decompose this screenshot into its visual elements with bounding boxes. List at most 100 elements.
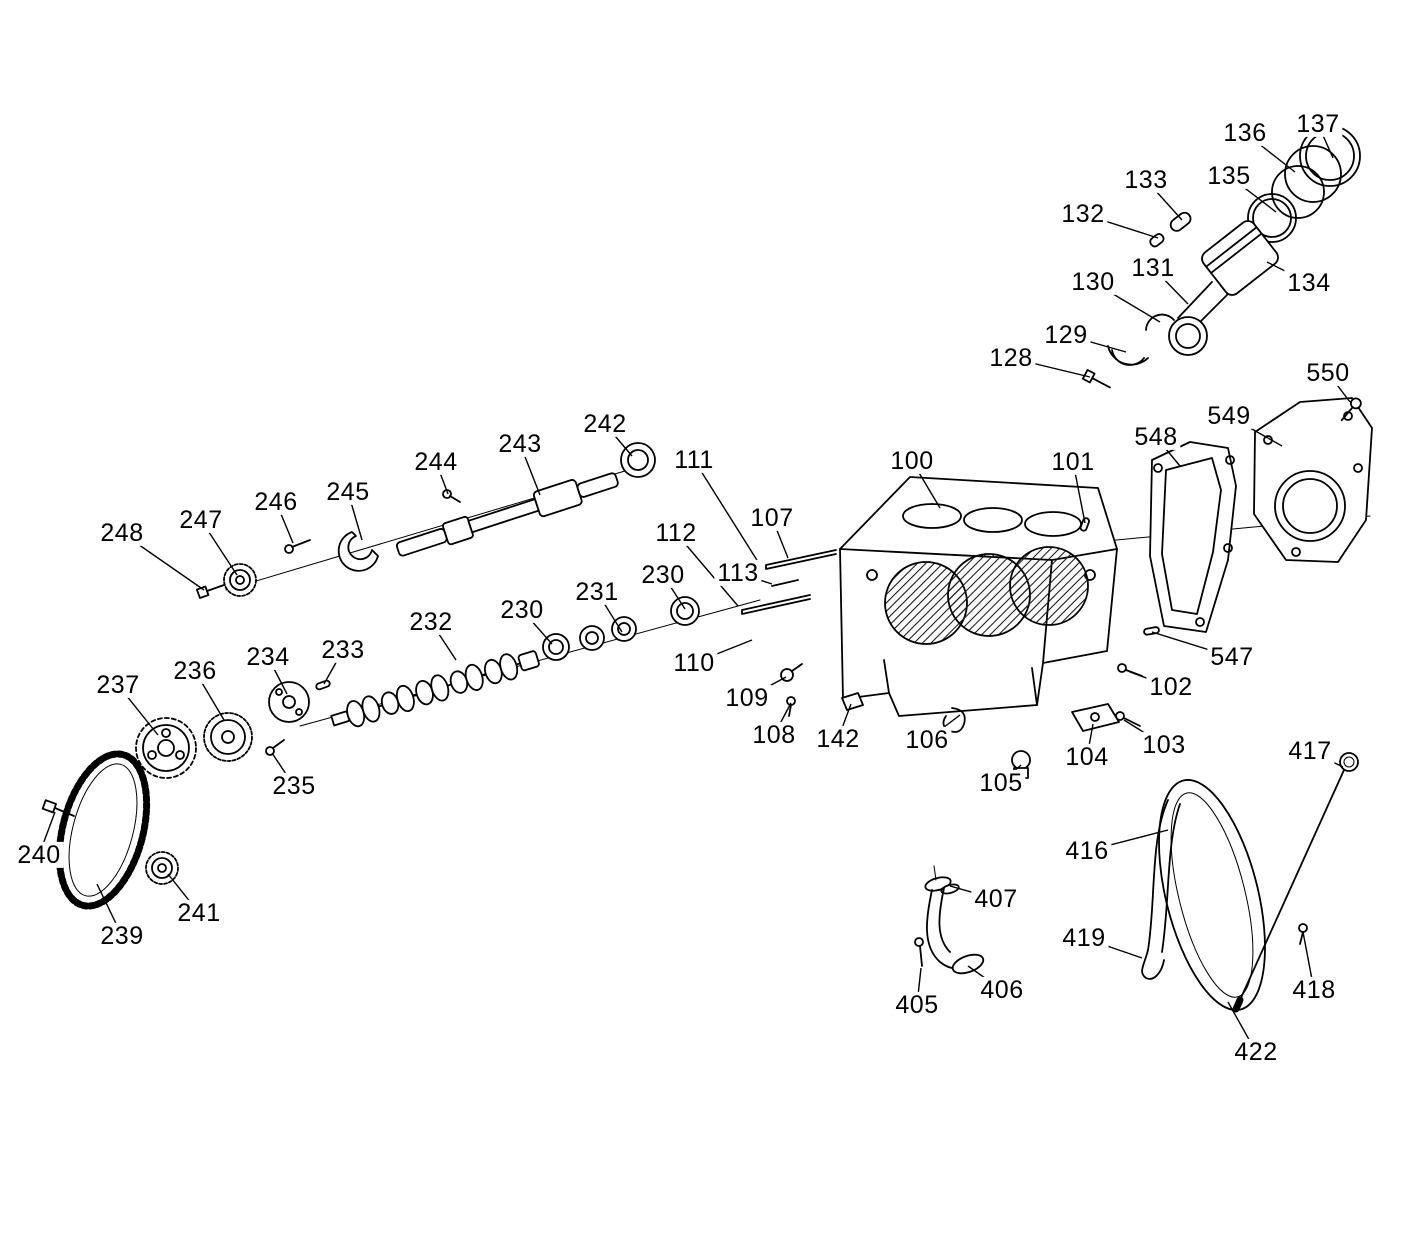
leader-line-111 [693, 459, 761, 566]
shaft-counterweight [532, 479, 583, 518]
cam-bearing-inner [548, 639, 564, 655]
gasket-hole [1225, 455, 1235, 465]
cam-lobe [430, 674, 450, 702]
cylinder-opening-2 [963, 507, 1023, 533]
leader-line-110 [693, 639, 753, 664]
leader-line-247 [200, 519, 238, 576]
bolt-shaft [206, 584, 225, 592]
chain-loop-inner [68, 763, 138, 897]
leader-line-243 [519, 443, 541, 496]
gear-bolt [195, 584, 225, 599]
piston-groove-2 [1210, 232, 1263, 274]
leader-line-235 [271, 752, 295, 787]
connecting-rod-big-end [1168, 316, 1208, 356]
leader-line-550 [1327, 372, 1351, 403]
piston-pin-retainer-body [1149, 233, 1165, 248]
cam-bearing-outer [611, 616, 637, 642]
shaft-segment [467, 498, 540, 534]
bolt-shaft [919, 945, 923, 967]
piston-ring [1271, 165, 1325, 219]
bolt-head [1298, 923, 1308, 933]
piston-pin-body [1169, 211, 1192, 232]
leader-line-241 [167, 873, 200, 914]
cover-bolt [1340, 397, 1362, 422]
oil-ring-outer [1247, 193, 1297, 243]
camshaft-end-journal [517, 650, 540, 672]
gear-hub [221, 730, 235, 744]
sensor-bolt [786, 696, 796, 717]
pickup-screen [951, 953, 985, 975]
connecting-rod-big-end-bore [1175, 323, 1201, 349]
gear-body [229, 569, 251, 591]
cam-bearing-inner [676, 602, 694, 620]
piston-ring-set [1247, 125, 1361, 243]
leader-line-109 [746, 676, 787, 699]
leader-line-405 [916, 967, 922, 1006]
bracket-plate [1071, 703, 1120, 732]
guide-arm-inner [1161, 803, 1181, 953]
leader-line-142 [837, 703, 852, 740]
leader-line-419 [1083, 937, 1143, 959]
bolt-head [284, 544, 294, 554]
illustration-layer [41, 125, 1373, 1013]
leader-line-244 [435, 461, 449, 495]
gallery-tube-upper [765, 549, 837, 570]
gasket-hole [1153, 463, 1163, 473]
stud-head [1115, 711, 1125, 721]
chain-loop-outer [1158, 779, 1266, 1011]
sprocket-hub [157, 863, 167, 873]
piston-groove-1 [1205, 226, 1258, 268]
engine-block [839, 476, 1118, 717]
bracket-bolt [1117, 663, 1143, 677]
chain-guide-arm [1141, 799, 1181, 980]
thrust-plate-body [268, 681, 310, 723]
leader-line-108 [773, 702, 792, 736]
rear-cover-gasket [1149, 441, 1237, 633]
leader-line-128 [1010, 357, 1091, 378]
connecting-rod [1168, 281, 1229, 356]
cylinder-bore-3 [1009, 546, 1089, 626]
camshaft [330, 650, 540, 728]
sprocket-body [142, 724, 190, 772]
sprocket-body [151, 857, 173, 879]
dipstick-handle-inner [1343, 756, 1355, 768]
sensor-stem [791, 663, 803, 672]
gasket-hole [1223, 543, 1233, 553]
bracket-stud [1115, 711, 1141, 727]
rod-bolt [1081, 368, 1111, 389]
drive-gear [203, 712, 253, 762]
chain-cover-bolt [41, 799, 75, 817]
dipstick-rod [1239, 769, 1345, 1001]
bracket-hole [1090, 712, 1100, 722]
oil-gallery-tubes [741, 549, 837, 615]
dipstick-handle [1339, 752, 1359, 772]
pickup-stud [933, 865, 937, 881]
leader-line-136 [1244, 132, 1296, 173]
gasket-outline [1149, 441, 1237, 633]
bolt-shaft [449, 495, 461, 503]
cam-lobe [395, 684, 415, 713]
cover-bolt-shaft [1340, 406, 1354, 422]
timing-chain [55, 750, 151, 910]
leader-line-236 [194, 670, 225, 721]
bolt-shaft [272, 739, 285, 749]
leader-line-237 [117, 684, 159, 736]
rear-seal-bore-inner [1282, 478, 1338, 534]
leader-line-133 [1145, 179, 1183, 221]
plug-head [1011, 750, 1031, 770]
piston [1201, 220, 1279, 296]
gear-hub [235, 575, 245, 585]
gasket-hole [1195, 617, 1205, 627]
pickup-bolt [914, 937, 924, 967]
block-bolt-hole-left [866, 569, 878, 581]
leader-line-232 [430, 621, 457, 661]
leader-line-407 [949, 885, 997, 900]
gallery-tube-lower [741, 594, 811, 615]
pickup-tube-inner [938, 887, 951, 953]
sprocket-hole [175, 750, 185, 760]
piston-ring-outer [1299, 125, 1361, 187]
block-bolt-hole-right [1084, 569, 1096, 581]
oil-plug [1011, 750, 1031, 779]
sprocket-hole [161, 728, 171, 738]
